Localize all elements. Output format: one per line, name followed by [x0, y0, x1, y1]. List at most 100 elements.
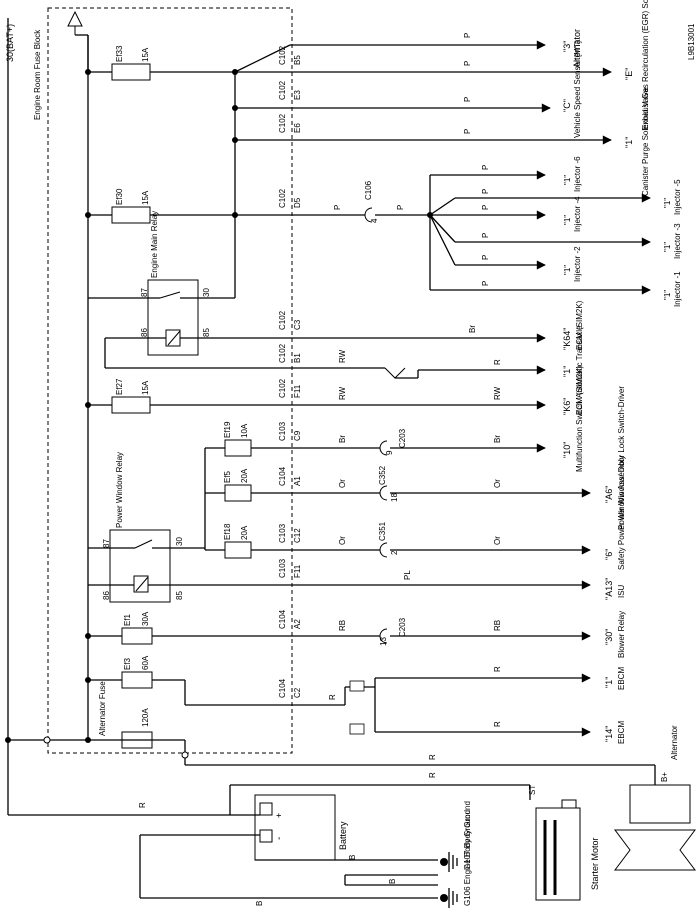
svg-text:4: 4 — [370, 218, 379, 223]
block-input-terminal — [43, 736, 51, 744]
svg-text:B: B — [388, 879, 397, 884]
svg-text:"A13": "A13" — [604, 578, 614, 600]
svg-text:C102: C102 — [278, 188, 287, 208]
svg-text:Or: Or — [493, 536, 502, 545]
svg-text:B+: B+ — [660, 772, 669, 782]
svg-text:ISU: ISU — [617, 584, 626, 598]
svg-text:13: 13 — [379, 637, 388, 646]
svg-text:C203: C203 — [398, 617, 407, 637]
svg-text:Or: Or — [338, 479, 347, 488]
svg-text:EBCM: EBCM — [617, 667, 626, 690]
svg-text:R: R — [493, 666, 502, 672]
fuse-ef33-amps: 15A — [141, 47, 150, 62]
svg-text:"1": "1" — [663, 290, 672, 300]
svg-text:RB: RB — [493, 620, 502, 631]
svg-text:B5: B5 — [293, 55, 302, 65]
alternator-pulley — [614, 829, 696, 871]
svg-text:F11: F11 — [293, 384, 302, 398]
alternator-label: Alternator — [670, 725, 679, 760]
svg-text:R: R — [138, 802, 147, 808]
svg-text:85: 85 — [202, 328, 211, 337]
svg-text:C104: C104 — [278, 609, 287, 629]
load-labels: "3" Alternator "E" Exhaust Gas Recircula… — [562, 0, 650, 744]
svg-text:Injector -4: Injector -4 — [573, 196, 582, 232]
svg-text:Safety Power Window Assembly: Safety Power Window Assembly — [617, 455, 626, 570]
fuse-ef19-name: Ef19 — [223, 421, 232, 438]
fuse-ef30-amps: 15A — [141, 190, 150, 205]
relay-window-name: Power Window Relay — [115, 452, 124, 528]
svg-text:Multifunction Switch: Multifunction Switch — [575, 401, 584, 472]
svg-text:"1": "1" — [562, 366, 572, 377]
svg-text:"1": "1" — [663, 242, 672, 252]
ground-g107-icon — [440, 852, 458, 872]
svg-text:EBCM: EBCM — [617, 721, 626, 744]
fuse-alternator — [121, 731, 153, 749]
svg-text:P: P — [481, 255, 490, 260]
svg-text:C2: C2 — [293, 687, 302, 698]
svg-text:Vehicle Speed Sensor [MT]: Vehicle Speed Sensor [MT] — [573, 41, 582, 138]
svg-text:"10": "10" — [562, 442, 572, 458]
g107-label: G107 Body Ground — [463, 801, 472, 870]
fuse-block-outline — [47, 7, 293, 754]
svg-text:P: P — [333, 205, 342, 210]
svg-text:RB: RB — [338, 620, 347, 631]
svg-text:RW: RW — [338, 349, 347, 363]
svg-text:"E": "E" — [624, 68, 634, 80]
svg-text:Br: Br — [493, 435, 502, 443]
fuse-ef3-amps: 60A — [141, 655, 150, 670]
svg-text:87: 87 — [102, 539, 111, 548]
svg-text:P: P — [481, 281, 490, 286]
svg-text:C3: C3 — [293, 319, 302, 330]
fuse-block-label: Engine Room Fuse Block — [33, 29, 42, 120]
svg-text:Injector -3: Injector -3 — [673, 223, 682, 259]
svg-text:Br: Br — [338, 435, 347, 443]
svg-text:C102: C102 — [278, 310, 287, 330]
svg-text:PL: PL — [403, 570, 412, 580]
svg-text:C102: C102 — [278, 343, 287, 363]
svg-text:P: P — [481, 205, 490, 210]
svg-text:85: 85 — [175, 591, 184, 600]
starter-label: Starter Motor — [590, 837, 600, 890]
svg-text:"K6": "K6" — [562, 398, 572, 415]
svg-text:P: P — [481, 189, 490, 194]
fuse-alt-amps: 120A — [141, 708, 150, 727]
svg-text:Alternator: Alternator — [572, 29, 582, 68]
bat-label: 30(BAT+) — [5, 24, 15, 62]
svg-text:C103: C103 — [278, 421, 287, 441]
svg-text:Or: Or — [493, 479, 502, 488]
svg-text:ECM (SIM2K): ECM (SIM2K) — [575, 300, 584, 350]
svg-text:C104: C104 — [278, 678, 287, 698]
svg-text:-: - — [274, 837, 285, 840]
c351-connector — [379, 542, 388, 558]
svg-text:P: P — [463, 129, 472, 134]
battery-label: Battery — [338, 821, 348, 850]
svg-text:30: 30 — [175, 537, 184, 546]
svg-text:RW: RW — [493, 386, 502, 400]
svg-text:C102: C102 — [278, 113, 287, 133]
svg-text:P: P — [463, 33, 472, 38]
c106-label: C106 — [364, 180, 373, 200]
relay-engine-main — [147, 279, 199, 356]
svg-text:86: 86 — [140, 328, 149, 337]
svg-text:A2: A2 — [293, 619, 302, 629]
svg-text:C102: C102 — [278, 378, 287, 398]
fuse-ef18-name: Ef18 — [223, 523, 232, 540]
svg-text:"1": "1" — [563, 265, 572, 275]
svg-text:Exhaust Gas Recirculation (EGR: Exhaust Gas Recirculation (EGR) Solenoid… — [641, 0, 650, 130]
svg-text:Blower Relay: Blower Relay — [617, 611, 626, 658]
svg-text:2: 2 — [390, 550, 399, 555]
svg-text:Injector -1: Injector -1 — [673, 271, 682, 307]
svg-text:18: 18 — [390, 493, 399, 502]
ebcm-connector-1 — [349, 680, 365, 692]
injector-labels: "1" Injector -6 "1" Injector -5 "1" Inje… — [563, 156, 682, 307]
svg-text:C102: C102 — [278, 80, 287, 100]
svg-text:Canister Purge Solenoid Valve: Canister Purge Solenoid Valve — [641, 87, 650, 196]
svg-text:P: P — [463, 61, 472, 66]
svg-text:C103: C103 — [278, 558, 287, 578]
c203-connector-b — [379, 628, 388, 644]
ground-g106-icon — [440, 888, 458, 908]
svg-text:Injector -6: Injector -6 — [573, 156, 582, 192]
svg-text:R: R — [493, 359, 502, 365]
relay-power-window — [109, 529, 171, 603]
svg-text:ST: ST — [528, 785, 537, 795]
